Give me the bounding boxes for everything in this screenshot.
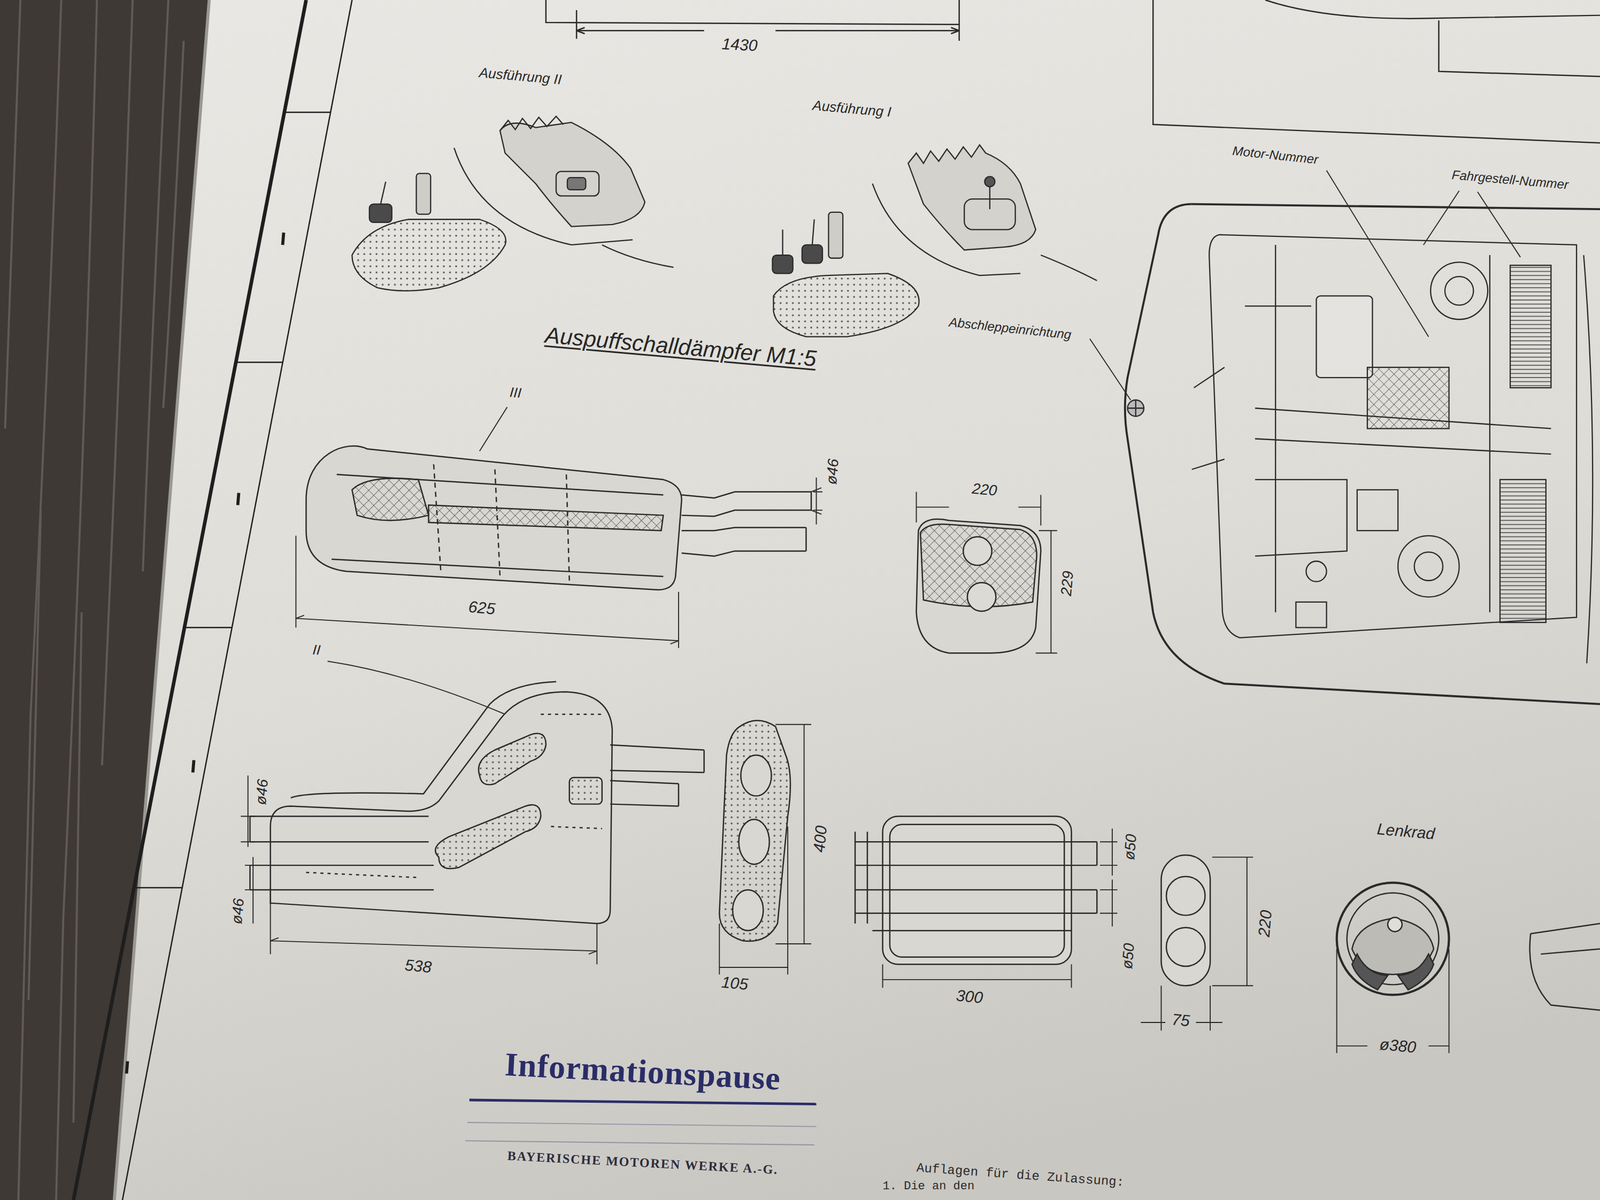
dimension-label: 220 bbox=[971, 480, 998, 500]
muffler-ii-end-view bbox=[719, 720, 812, 975]
dimension-label: 229 bbox=[1057, 570, 1078, 597]
pedals-console-variant-1 bbox=[772, 144, 1097, 337]
dimension-label: 1430 bbox=[721, 34, 758, 56]
dimension-label: ø46 bbox=[822, 457, 843, 486]
muffler-section bbox=[916, 491, 1058, 653]
dimension-label: 300 bbox=[955, 986, 984, 1008]
dimension-label: ø50 bbox=[1120, 833, 1141, 861]
callout-number: II bbox=[311, 641, 321, 659]
dimension-label: ø46 bbox=[227, 897, 248, 926]
dimension-label: ø46 bbox=[252, 778, 272, 806]
dimension-label: 538 bbox=[404, 956, 433, 978]
table-wood bbox=[0, 0, 210, 1200]
part-label: Abschleppeinrichtung bbox=[948, 314, 1073, 343]
dimension-label: 220 bbox=[1255, 909, 1276, 938]
note-text: 1. Die an den bbox=[882, 1180, 975, 1194]
dimensions-iii bbox=[295, 477, 823, 649]
stamp-text: BAYERISCHE MOTOREN WERKE A.-G. bbox=[506, 1148, 779, 1178]
view-label: Ausführung II bbox=[478, 64, 563, 88]
stamp-text: Informationspause bbox=[503, 1044, 782, 1098]
dimension-label: 625 bbox=[467, 597, 496, 619]
section-heading: Auspuffschalldämpfer M1:5 bbox=[543, 322, 818, 372]
steering-wheel bbox=[1336, 882, 1450, 1054]
muffler-iii bbox=[305, 445, 812, 590]
part-label: Fahrgestell-Nummer bbox=[1451, 167, 1569, 193]
dimension-label: 105 bbox=[720, 973, 749, 995]
engine-bay-plan bbox=[1125, 204, 1600, 705]
dimension-label: ø50 bbox=[1118, 942, 1138, 971]
dimension-label: 400 bbox=[810, 824, 832, 853]
part-label: Lenkrad bbox=[1376, 819, 1436, 844]
dimensions-ii bbox=[240, 775, 597, 965]
view-label: Ausführung I bbox=[812, 97, 892, 121]
partial-part bbox=[1529, 923, 1600, 1011]
muffler-end-view bbox=[1140, 855, 1253, 1031]
callout-number: III bbox=[509, 384, 522, 402]
dimension-label: 75 bbox=[1171, 1010, 1191, 1031]
dimension-label: ø380 bbox=[1379, 1035, 1418, 1057]
leader-lines bbox=[327, 170, 1521, 715]
part-label: Motor-Nummer bbox=[1232, 143, 1320, 167]
muffler-ii bbox=[250, 681, 705, 924]
stamp-rules bbox=[465, 1100, 817, 1145]
frame bbox=[73, 0, 352, 1200]
pedals-console-variant-2 bbox=[351, 116, 674, 291]
top-outlines bbox=[545, 0, 1600, 143]
muffler-side-view bbox=[855, 816, 1118, 989]
